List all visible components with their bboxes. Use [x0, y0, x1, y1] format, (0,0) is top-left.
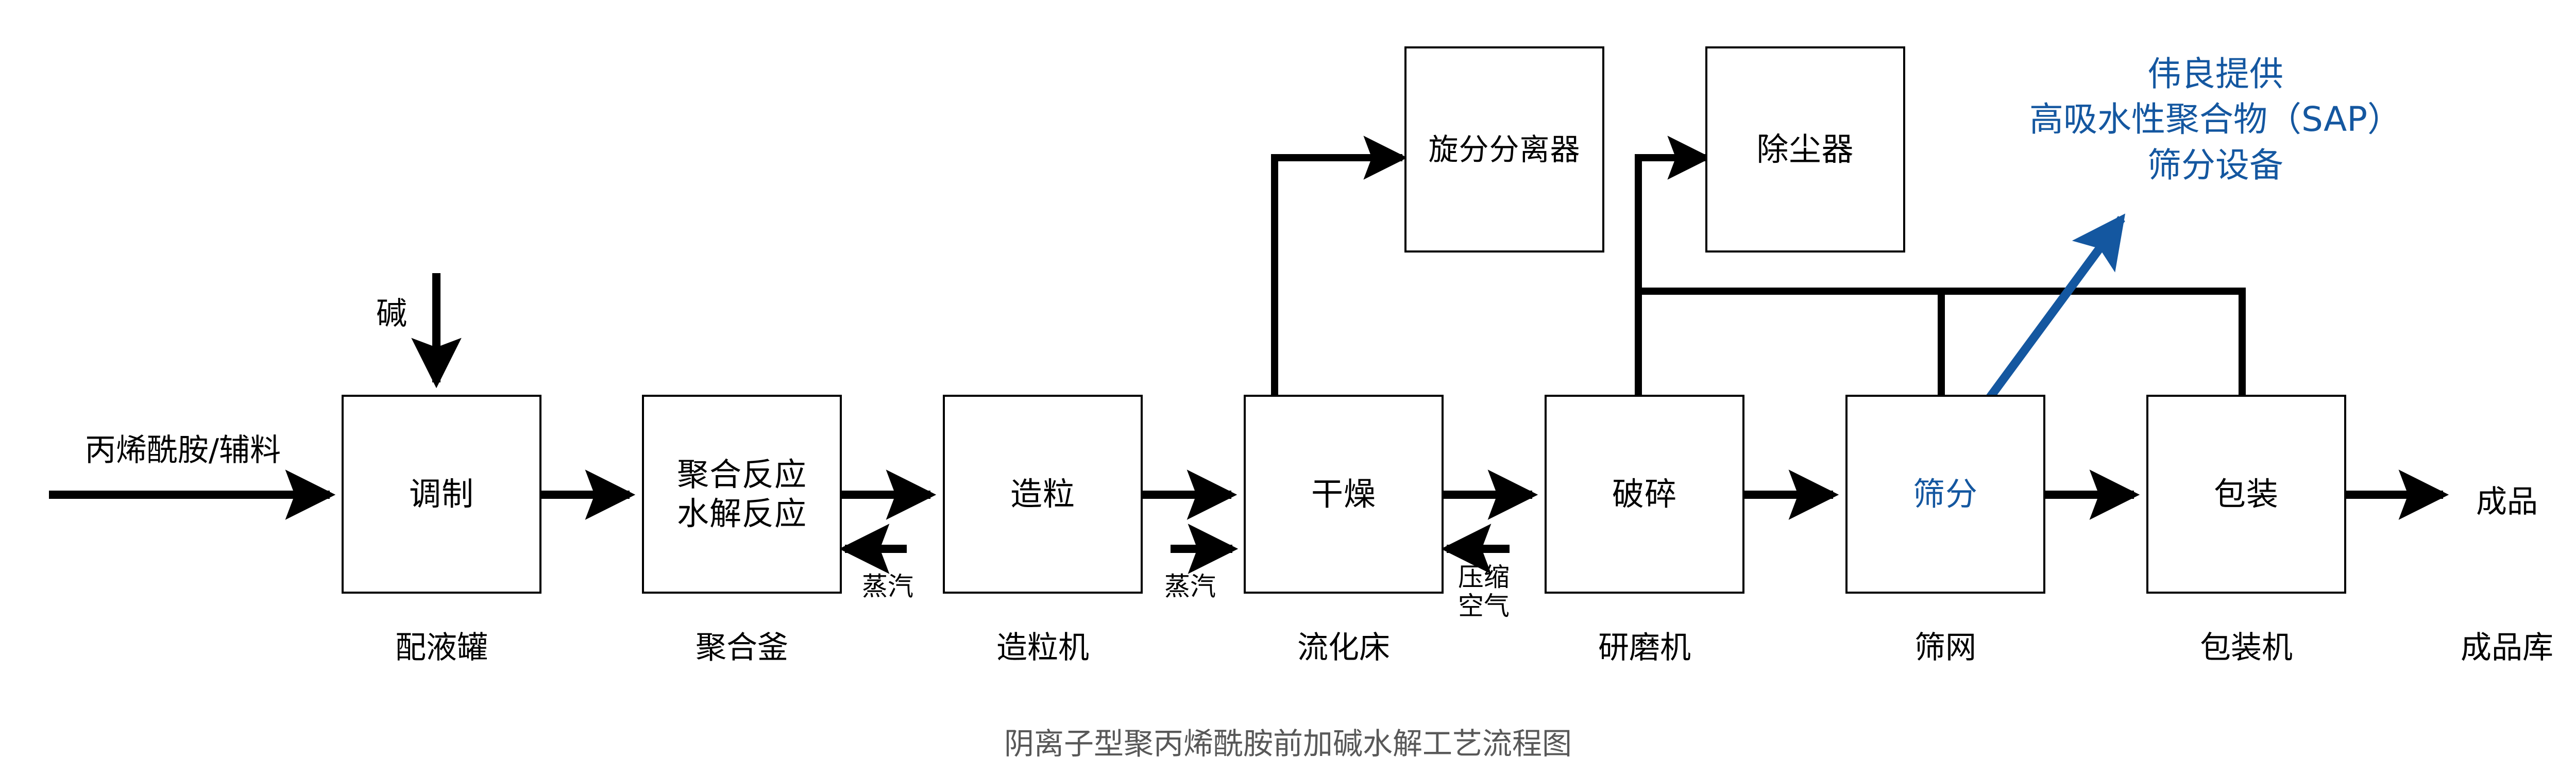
node-packing[interactable]: 包装 — [2146, 395, 2346, 594]
node-cyclone-separator-label: 旋分分离器 — [1428, 131, 1581, 167]
equipment-label-grinder: 研磨机 — [1598, 630, 1691, 666]
node-polymerization-label-line2: 水解反应 — [676, 495, 807, 532]
equipment-label-mixing-tank: 配液罐 — [395, 630, 488, 666]
input-label-feedstock: 丙烯酰胺/辅料 — [84, 432, 281, 468]
node-crushing[interactable]: 破碎 — [1545, 395, 1744, 594]
equipment-label-granulator: 造粒机 — [996, 630, 1089, 666]
utility-label-compressed-air-line2: 空气 — [1458, 591, 1510, 621]
callout-annotation-line2: 高吸水性聚合物（SAP） — [2029, 99, 2402, 140]
duct-offgas-manifold — [1635, 136, 2246, 395]
utility-label-steam-polymerization: 蒸汽 — [862, 572, 913, 601]
node-dust-collector[interactable]: 除尘器 — [1705, 46, 1905, 253]
node-packing-label: 包装 — [2213, 475, 2279, 513]
utility-label-compressed-air-line1: 压缩 — [1458, 562, 1510, 592]
node-screening-label: 筛分 — [1912, 475, 1978, 513]
node-polymerization[interactable]: 聚合反应 水解反应 — [642, 395, 842, 594]
node-granulation[interactable]: 造粒 — [943, 395, 1143, 594]
utility-label-compressed-air: 压缩 空气 — [1458, 563, 1510, 620]
equipment-label-screen-mesh: 筛网 — [1914, 630, 1976, 666]
equipment-label-polymerization-kettle: 聚合釜 — [696, 630, 788, 666]
equipment-label-packing-machine: 包装机 — [2200, 630, 2293, 666]
page-title: 阴离子型聚丙烯酰胺前加碱水解工艺流程图 — [1004, 726, 1572, 761]
node-screening[interactable]: 筛分 — [1845, 395, 2045, 594]
node-preparation-label: 调制 — [409, 475, 474, 513]
node-drying[interactable]: 干燥 — [1244, 395, 1444, 594]
callout-annotation: 伟良提供 高吸水性聚合物（SAP） 筛分设备 — [2029, 52, 2401, 188]
callout-annotation-line1: 伟良提供 — [2147, 54, 2283, 94]
node-cyclone-separator[interactable]: 旋分分离器 — [1404, 46, 1604, 253]
node-dust-collector-label: 除尘器 — [1756, 130, 1854, 169]
equipment-label-fluidized-bed: 流化床 — [1297, 630, 1390, 666]
node-granulation-label: 造粒 — [1010, 475, 1075, 513]
callout-annotation-line3: 筛分设备 — [2147, 145, 2283, 185]
node-crushing-label: 破碎 — [1612, 475, 1677, 513]
utility-label-steam-drying: 蒸汽 — [1164, 572, 1216, 601]
output-label-product: 成品 — [2476, 484, 2538, 520]
node-drying-label: 干燥 — [1311, 475, 1376, 513]
output-label-product-store: 成品库 — [2461, 630, 2553, 666]
node-preparation[interactable]: 调制 — [342, 395, 541, 594]
node-polymerization-label-line1: 聚合反应 — [676, 456, 807, 494]
duct-drying-to-cyclone — [1271, 136, 1408, 395]
input-label-alkali: 碱 — [376, 296, 407, 332]
